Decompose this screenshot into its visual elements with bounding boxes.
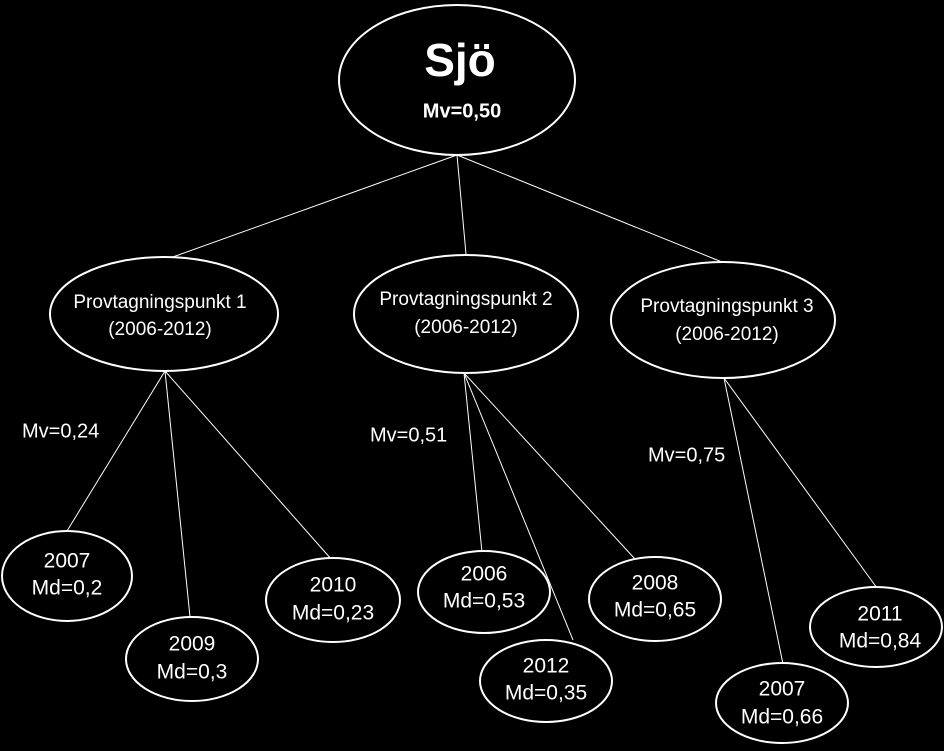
median-label: Md=0,23 (292, 602, 374, 625)
sampling-point-2-node: Provtagningspunkt 2 (2006-2012) (353, 254, 579, 374)
edge-point-1-2010 (164, 370, 333, 561)
year-label: 2007 (759, 678, 806, 701)
year-node-shape (479, 639, 613, 723)
root-mean: Mv=0,50 (423, 100, 501, 122)
year-label: 2006 (461, 563, 508, 586)
edge-point-1-2007 (66, 370, 166, 532)
median-label: Md=0,84 (839, 630, 922, 653)
edges (66, 154, 878, 665)
year-node-shape (715, 662, 849, 744)
year-node-shape (125, 616, 259, 702)
year-node-shape (265, 557, 401, 643)
sampling-point-3-shape (610, 261, 836, 379)
year-node-shape (588, 556, 722, 642)
year-node: 2006 Md=0,53 (417, 550, 551, 634)
median-label: Md=0,35 (505, 682, 587, 705)
sampling-point-1-name: Provtagningspunkt 1 (73, 292, 246, 313)
edge-root-point-1 (169, 154, 458, 259)
sampling-point-2-shape (353, 254, 579, 374)
year-node-shape (417, 550, 551, 634)
sampling-point-1-shape (49, 256, 279, 372)
median-label: Md=0,66 (741, 706, 823, 729)
year-node: 2008 Md=0,65 (588, 556, 722, 642)
edge-root-point-3 (456, 154, 723, 263)
year-label: 2010 (310, 574, 357, 597)
edge-point-3-2007 (723, 377, 784, 665)
year-label: 2011 (857, 603, 902, 626)
median-label: Md=0,65 (614, 599, 696, 622)
year-node: 2007 Md=0,66 (715, 662, 849, 744)
sampling-point-2-name: Provtagningspunkt 2 (379, 289, 552, 310)
sampling-point-1-mean: Mv=0,24 (22, 420, 99, 442)
year-node-shape (809, 586, 943, 668)
year-label: 2008 (632, 572, 679, 595)
edge-point-2-2008 (463, 372, 636, 560)
median-label: Md=0,2 (32, 577, 103, 600)
year-node-shape (1, 530, 133, 622)
year-node: 2009 Md=0,3 (125, 616, 259, 702)
sampling-point-1-node: Provtagningspunkt 1 (2006-2012) (49, 256, 279, 372)
sampling-point-3-mean: Mv=0,75 (648, 444, 725, 466)
sampling-point-2-period: (2006-2012) (414, 317, 518, 338)
year-label: 2012 (523, 655, 570, 678)
sampling-point-3-period: (2006-2012) (675, 324, 779, 345)
year-node: 2011 Md=0,84 (809, 586, 943, 668)
median-label: Md=0,3 (157, 661, 228, 684)
edge-point-2-2006 (463, 372, 483, 553)
sampling-point-2-mean: Mv=0,51 (370, 424, 447, 446)
root-title: Sjö (424, 34, 496, 86)
year-label: 2009 (169, 633, 216, 656)
sampling-point-3-name: Provtagningspunkt 3 (640, 296, 813, 317)
edge-root-point-2 (456, 154, 467, 255)
median-label: Md=0,53 (443, 590, 525, 613)
root-node-shape (338, 4, 576, 156)
edge-point-1-2009 (164, 370, 191, 618)
sampling-point-3-node: Provtagningspunkt 3 (2006-2012) (610, 261, 836, 379)
year-label: 2007 (44, 550, 91, 573)
edge-point-3-2011 (723, 377, 878, 589)
sampling-point-1-period: (2006-2012) (108, 319, 212, 340)
edge-point-2-2012 (463, 372, 574, 641)
year-node: 2007 Md=0,2 (1, 530, 133, 622)
year-node: 2012 Md=0,35 (479, 639, 613, 723)
root-node: Sjö Mv=0,50 (338, 4, 576, 156)
year-node: 2010 Md=0,23 (265, 557, 401, 643)
